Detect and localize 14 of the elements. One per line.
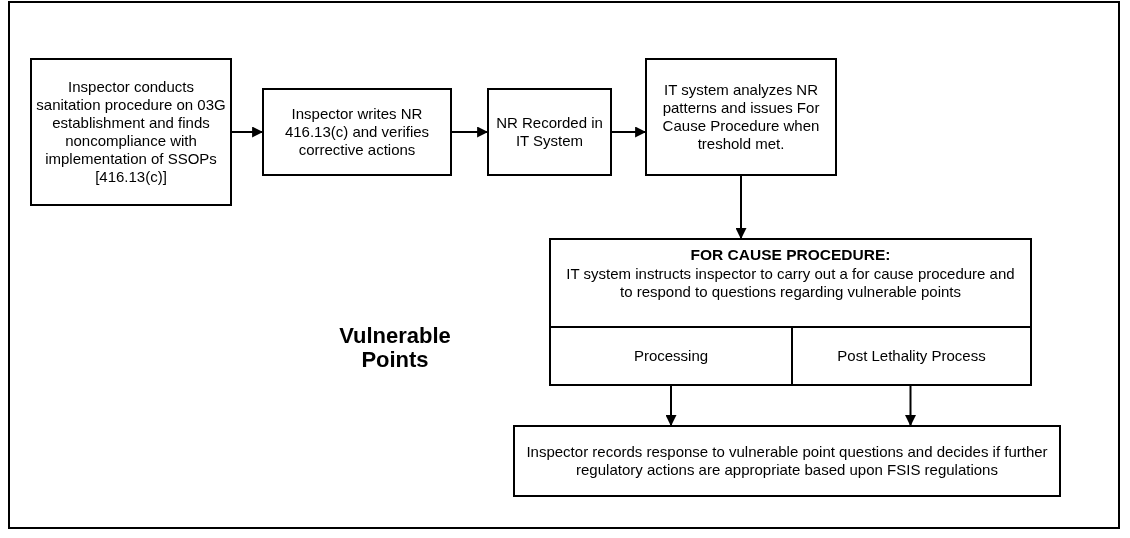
- process-box: Inspector conducts sanitation procedure on 03G establishment and finds noncompliance with implementation of SSOPs [416.13(c)]: [30, 58, 232, 206]
- process-box: Inspector writes NR 416.13(c) and verifies corrective actions: [262, 88, 452, 176]
- box-text: IT system instructs inspector to carry out a for cause procedure and to respond to questions regarding vulnerable points: [565, 264, 1016, 301]
- process-box: [549, 238, 1032, 386]
- process-box: IT system analyzes NR patterns and issues For Cause Procedure when treshold met.: [645, 58, 837, 176]
- arrow: [451, 126, 489, 138]
- box-heading: FOR CAUSE PROCEDURE:: [690, 246, 891, 265]
- arrow: [735, 175, 747, 240]
- process-box: NR Recorded in IT System: [487, 88, 612, 176]
- arrow: [611, 126, 647, 138]
- process-box: Post Lethality Process: [791, 326, 1030, 384]
- arrow: [231, 126, 264, 138]
- process-box: Inspector records response to vulnerable point questions and decides if further regulatory actions are appropriate based upon FSIS regulations: [513, 425, 1061, 497]
- side-label: Vulnerable Points: [338, 324, 452, 373]
